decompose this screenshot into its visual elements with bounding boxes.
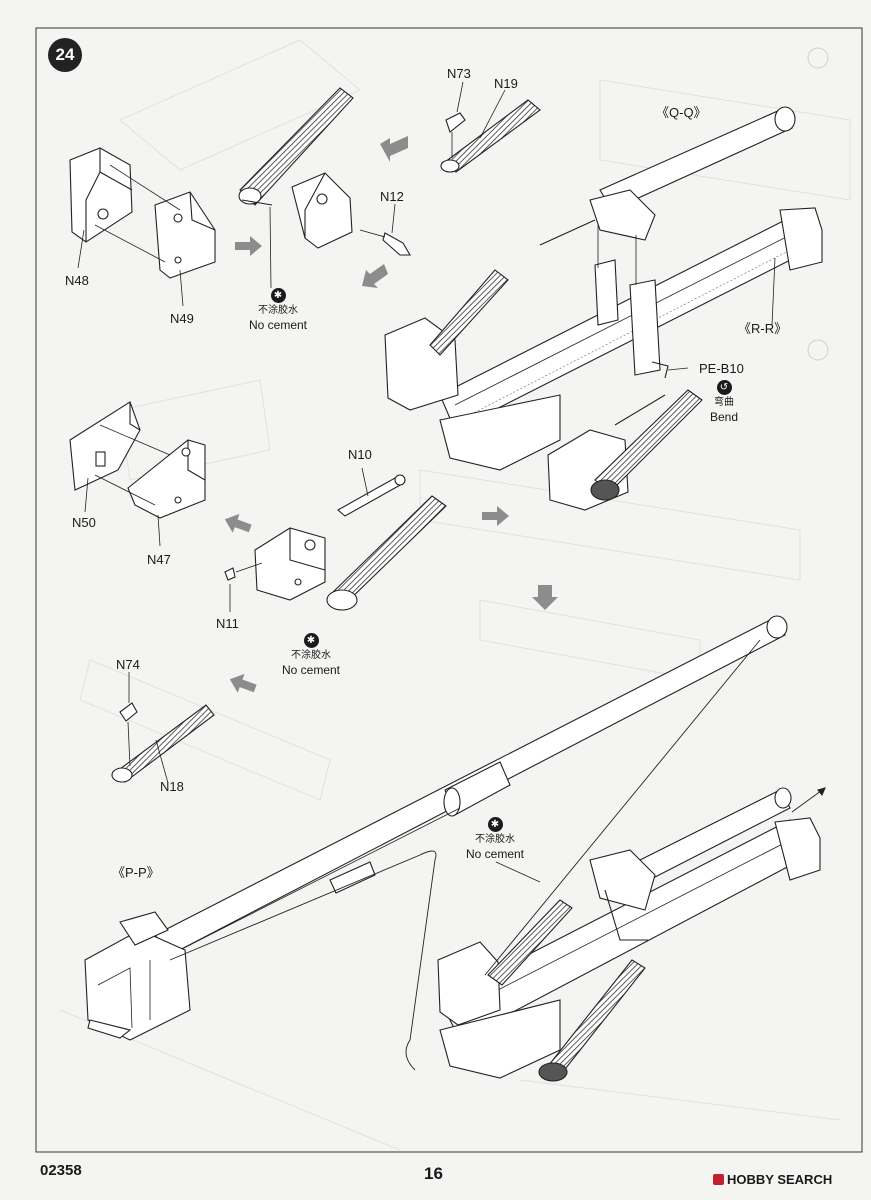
no-glue-icon: ✱	[303, 633, 319, 648]
arrow-icon	[380, 136, 408, 162]
part-label-n47: N47	[147, 552, 171, 567]
assembly-guide-line	[169, 639, 761, 1071]
no-cement-note: ✱ 不涂胶水 No cement	[281, 633, 341, 677]
arrow-icon	[532, 585, 558, 610]
step-number-badge: 24	[48, 38, 82, 72]
part-label-pe-b10: PE-B10	[699, 361, 744, 376]
watermark-text: HOBBY SEARCH	[727, 1172, 833, 1187]
direction-arrows	[224, 136, 558, 693]
page-number: 16	[424, 1164, 443, 1183]
kit-code: 02358	[40, 1162, 82, 1179]
arrow-icon	[229, 673, 257, 693]
part-label-n73: N73	[447, 66, 471, 81]
handle-block-n10-n11	[224, 474, 447, 611]
handle-assembly-n12	[238, 87, 411, 256]
part-label-n18: N18	[160, 779, 184, 794]
registration-marks	[807, 47, 829, 361]
view-label-p-p: 《P-P》	[112, 865, 160, 880]
no-glue-icon: ✱	[270, 288, 286, 303]
part-label-n48: N48	[65, 273, 89, 288]
bend-note: ↺ 弯曲 Bend	[709, 380, 739, 424]
bend-icon: ↺	[716, 380, 732, 395]
watermark-logo-icon	[713, 1174, 724, 1185]
part-label-n19: N19	[494, 76, 518, 91]
part-label-n50: N50	[72, 515, 96, 530]
view-label-r-r: 《R-R》	[738, 321, 788, 336]
arrow-icon	[224, 513, 252, 533]
arrow-icon	[235, 236, 262, 256]
handle-n19-n73	[440, 99, 541, 173]
part-label-n11: N11	[216, 616, 239, 631]
no-cement-note: ✱ 不涂胶水 No cement	[248, 288, 308, 332]
handle-n18-n74	[111, 702, 215, 783]
part-label-n10: N10	[348, 447, 372, 462]
upper-gun-assembly	[384, 106, 823, 511]
bracket-n48-n49	[69, 147, 216, 279]
part-label-n74: N74	[116, 657, 140, 672]
page-frame	[35, 27, 863, 1153]
no-glue-icon: ✱	[487, 817, 503, 832]
bracket-n50-n47	[69, 401, 206, 519]
watermark: HOBBY SEARCH	[713, 1172, 832, 1187]
arrow-icon	[482, 506, 509, 526]
part-label-n12: N12	[380, 189, 404, 204]
lower-gun-assembly	[84, 615, 826, 1082]
view-label-q-q: 《Q-Q》	[656, 105, 707, 120]
no-cement-note: ✱ 不涂胶水 No cement	[465, 817, 525, 861]
part-label-n49: N49	[170, 311, 194, 326]
arrow-icon	[362, 264, 388, 288]
